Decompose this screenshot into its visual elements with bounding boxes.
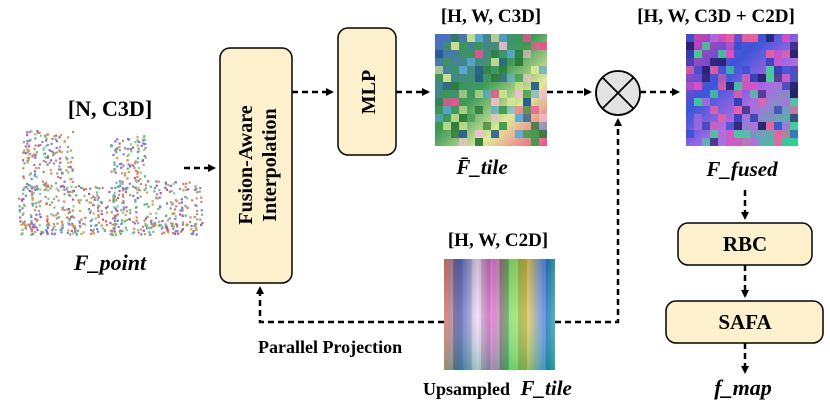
point-caption: F_point — [73, 250, 147, 275]
fused-caption: F_fused — [705, 157, 778, 181]
multiply-icon — [595, 70, 641, 116]
point-shape-label: [N, C3D] — [68, 96, 152, 121]
fusion-aware-interpolation-box: Fusion-Aware Interpolation — [219, 47, 293, 284]
tile-shape-label: [H, W, C3D] — [441, 6, 541, 27]
point-cloud: [N, C3D] F_point — [18, 96, 204, 275]
rbc-label: RBC — [723, 232, 767, 256]
tile-feature: [H, W, C3D] F̄_tile — [435, 6, 547, 179]
projection-label: Parallel Projection — [258, 337, 402, 357]
point-cloud-image — [18, 130, 204, 237]
mlp-label: MLP — [358, 70, 380, 114]
arrow-projection-to-fusion — [256, 286, 444, 324]
output-caption: f_map — [714, 375, 771, 400]
fused-feature-texture — [686, 34, 798, 146]
svg-text:Upsampled F_tile: Upsampled F_tile — [423, 376, 572, 400]
upsampled-caption-prefix: Upsampled — [423, 379, 510, 399]
fusion-label-line2: Interpolation — [259, 108, 281, 221]
rbc-box: RBC — [677, 222, 813, 266]
mlp-box: MLP — [337, 27, 397, 156]
tile-caption: F̄_tile — [455, 155, 507, 179]
arrow-upsampled-to-combine — [555, 118, 622, 324]
fused-feature: [H, W, C3D + C2D] F_fused — [637, 6, 798, 181]
safa-box: SAFA — [665, 300, 824, 344]
upsampled-feature: [H, W, C2D] Upsampled F_tile — [423, 230, 572, 400]
upsampled-shape-label: [H, W, C2D] — [448, 230, 548, 251]
tile-feature-texture — [435, 34, 547, 146]
upsampled-caption: F_tile — [520, 376, 572, 400]
upsampled-feature-texture — [444, 259, 556, 370]
fusion-label-line1: Fusion-Aware — [235, 105, 257, 224]
safa-label: SAFA — [718, 310, 772, 334]
fused-shape-label: [H, W, C3D + C2D] — [637, 6, 795, 27]
